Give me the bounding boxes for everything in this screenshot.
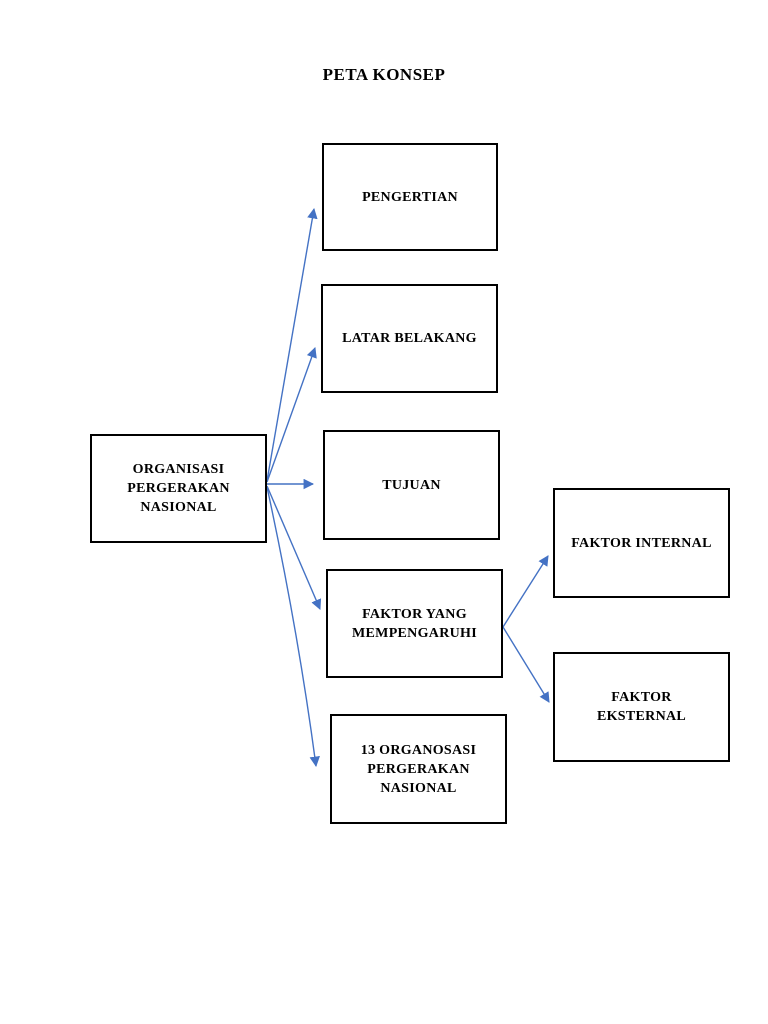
node-faktor-eksternal: FAKTOR EKSTERNAL	[553, 652, 730, 762]
arrow-root-to-pengertian	[266, 207, 318, 482]
node-pengertian: PENGERTIAN	[322, 143, 498, 251]
arrow-root-to-latar-belakang	[266, 347, 317, 483]
node-organisasi-pergerakan-nasional: ORGANISASI PERGERAKAN NASIONAL	[90, 434, 267, 543]
node-tujuan: TUJUAN	[323, 430, 500, 540]
arrow-faktor-to-eksternal	[502, 626, 550, 703]
arrow-root-to-faktor	[266, 485, 322, 610]
node-latar-belakang: LATAR BELAKANG	[321, 284, 498, 393]
node-faktor-internal: FAKTOR INTERNAL	[553, 488, 730, 598]
page-title: PETA KONSEP	[322, 65, 446, 84]
arrow-faktor-to-internal	[502, 555, 549, 628]
node-faktor-yang-mempengaruhi: FAKTOR YANG MEMPENGARUHI	[326, 569, 503, 678]
arrow-root-to-org13	[266, 486, 320, 768]
node-13-organosasi-pergerakan-nasional: 13 ORGANOSASI PERGERAKAN NASIONAL	[330, 714, 507, 824]
